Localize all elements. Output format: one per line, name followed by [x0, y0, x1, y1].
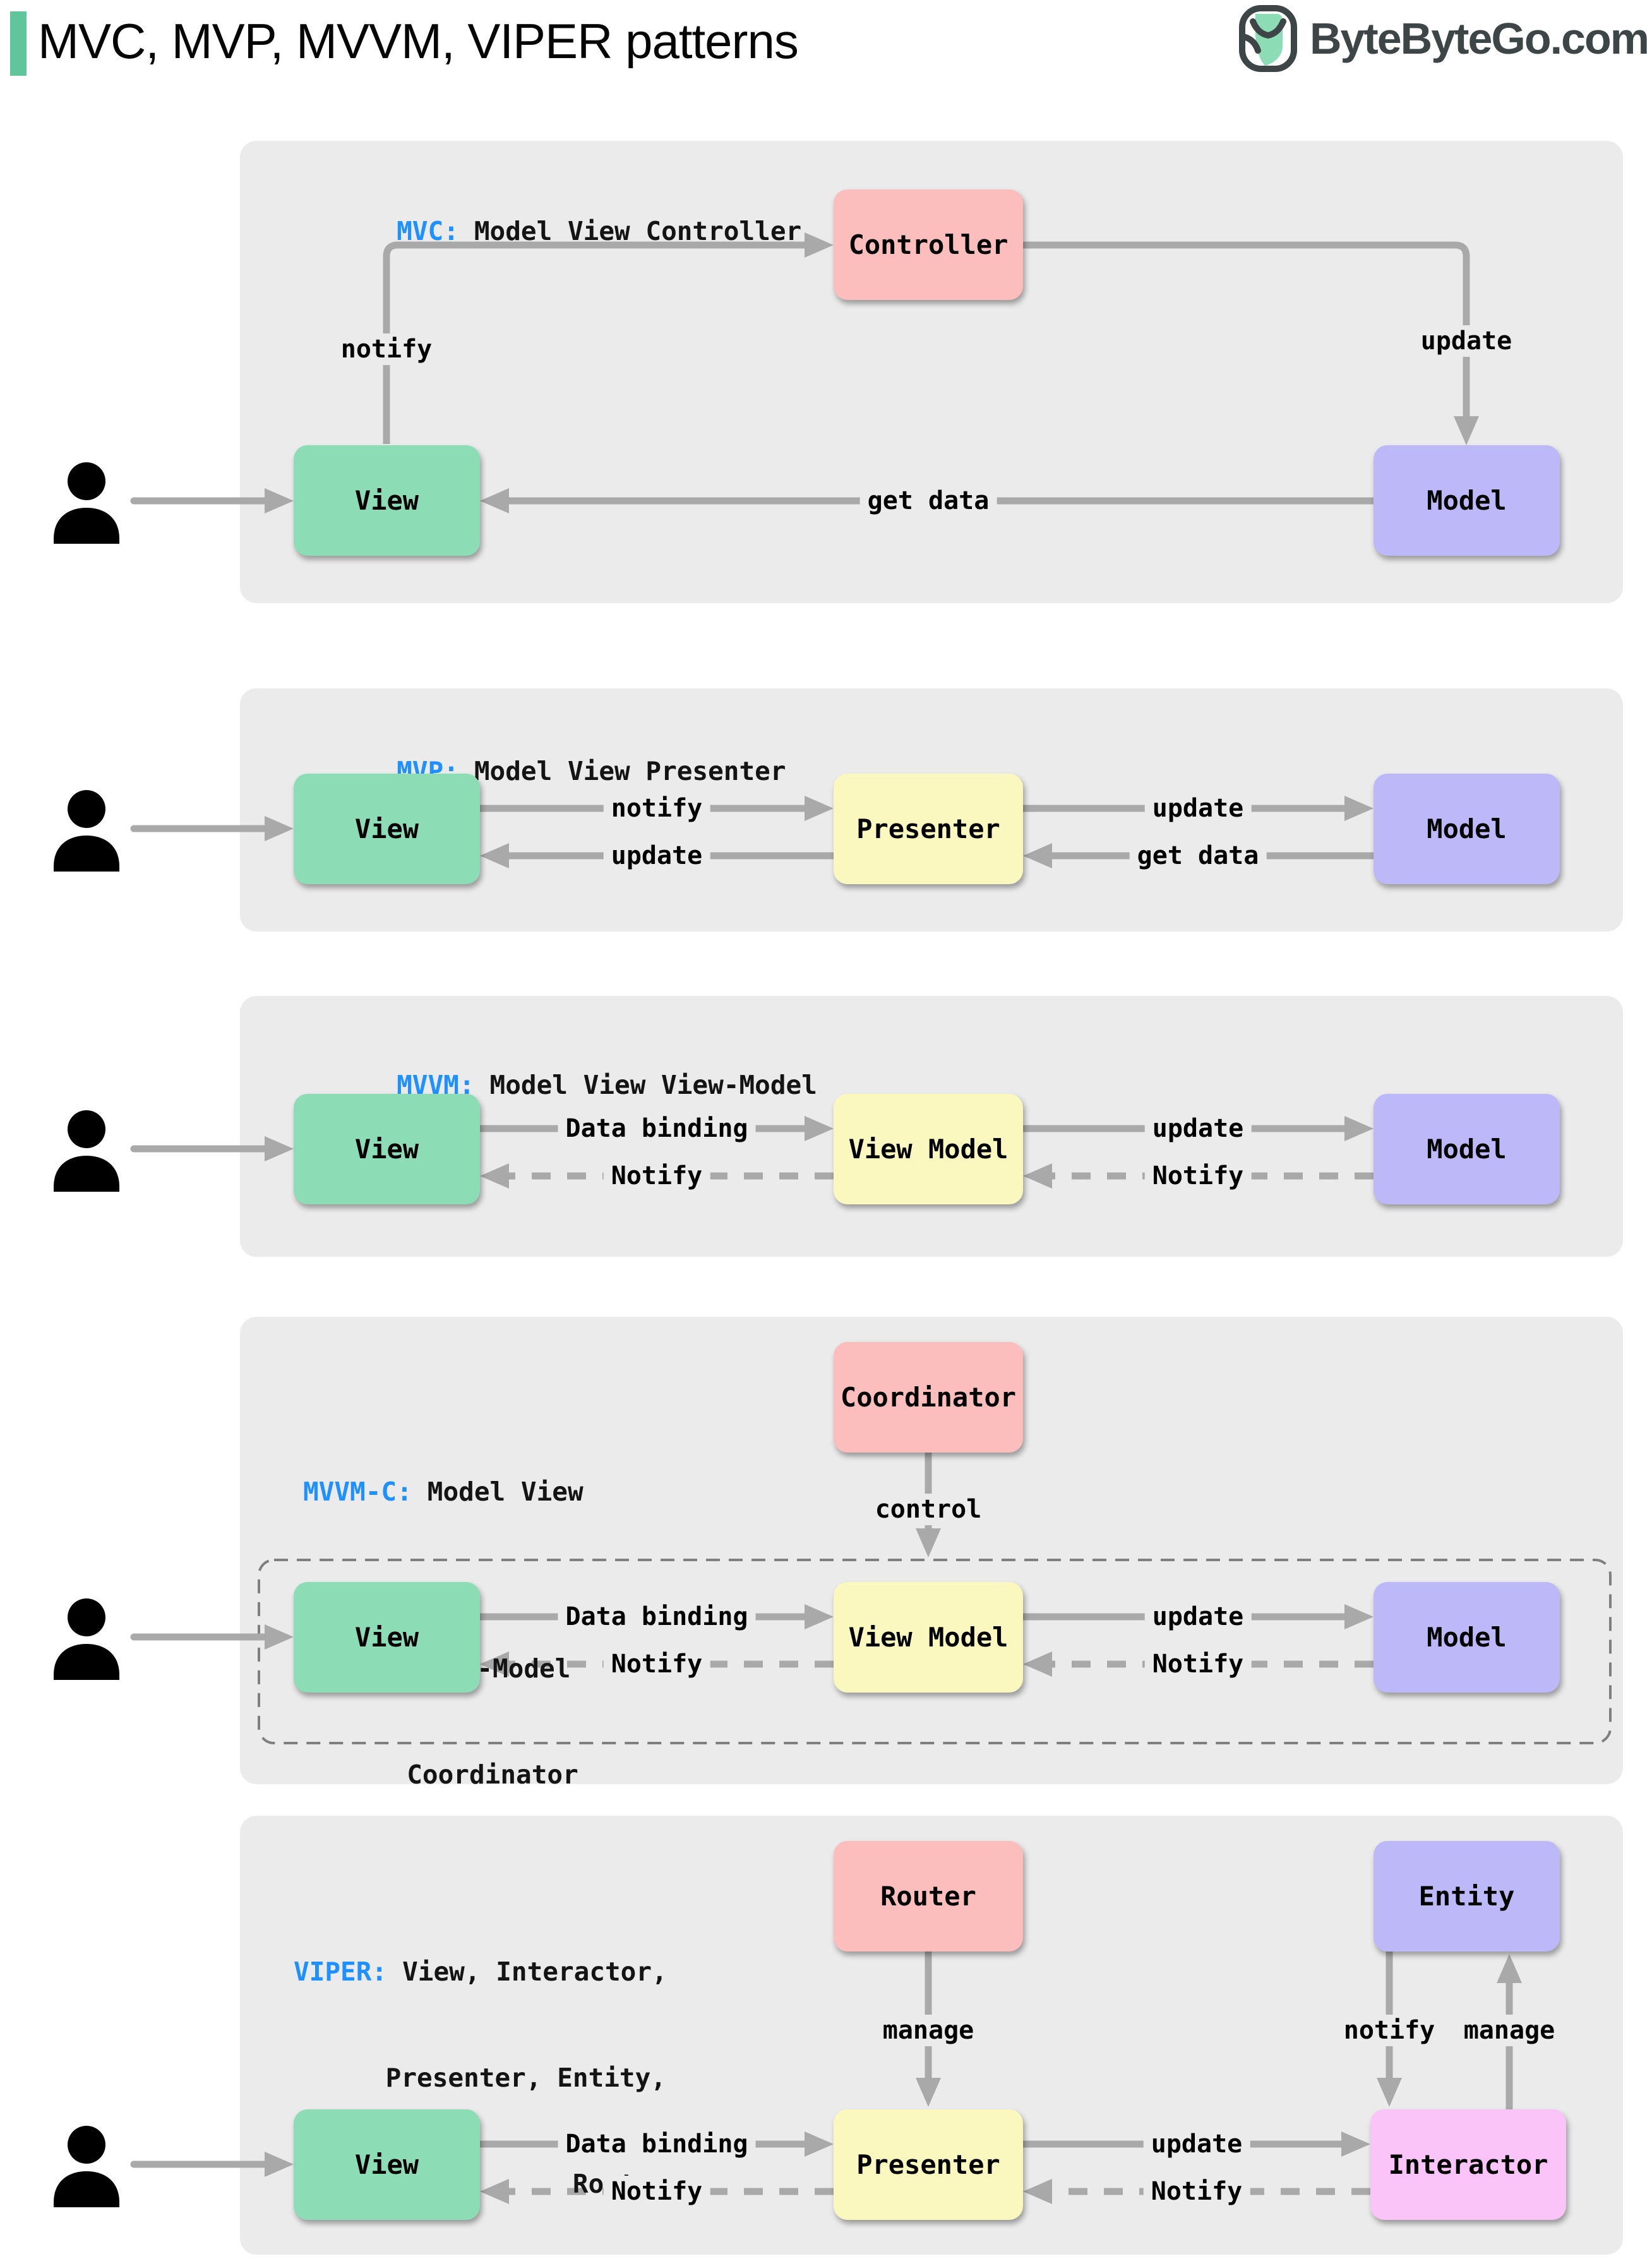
- edge-label-manage-entity: manage: [1456, 2015, 1563, 2046]
- box-view: View: [294, 2109, 480, 2220]
- panel-mvc-title-text: Model View Controller: [474, 216, 802, 246]
- box-presenter: Presenter: [834, 774, 1023, 884]
- edge-label-update-model: update: [1144, 793, 1252, 824]
- edge-label-notify-view: Notify: [603, 2176, 710, 2207]
- box-router: Router: [834, 1841, 1023, 1951]
- panel-mvvm-c-title: MVVM-C:Model View View-Model Coordinator: [303, 1403, 682, 1934]
- edge-label-data-binding: Data binding: [558, 2128, 756, 2160]
- panel-viper-abbr: VIPER:: [294, 1957, 388, 1987]
- brand: ByteByteGo.com: [1236, 4, 1649, 73]
- bytebytego-logo-icon: [1238, 5, 1297, 72]
- edge-label-data-binding: Data binding: [558, 1113, 756, 1144]
- panel-mvvm-c-title-line1: Model View: [427, 1477, 584, 1507]
- panel-viper-title-line2: Presenter, Entity,: [385, 2063, 666, 2093]
- edge-label-get-data: get data: [1129, 840, 1267, 872]
- user-icon: [47, 1596, 126, 1681]
- panel-mvc: MVC: Model View Controller Controller Vie…: [240, 141, 1623, 603]
- title-accent-bar: [10, 11, 27, 76]
- edge-label-update: update: [1413, 325, 1520, 357]
- user-icon: [47, 2123, 126, 2209]
- edge-label-notify: notify: [333, 333, 440, 365]
- box-presenter: Presenter: [834, 2109, 1023, 2220]
- box-view: View: [294, 445, 480, 556]
- edge-label-update: update: [1144, 1113, 1252, 1144]
- user-icon: [47, 1108, 126, 1193]
- edge-label-update: update: [1143, 2128, 1250, 2160]
- edge-controller-to-model: [1023, 241, 1479, 445]
- box-model: Model: [1374, 445, 1560, 556]
- box-entity: Entity: [1374, 1841, 1560, 1951]
- box-model: Model: [1374, 774, 1560, 884]
- edge-label-notify-view-model: Notify: [1144, 1160, 1252, 1192]
- edge-label-notify-view-model: Notify: [1144, 1648, 1252, 1680]
- edge-label-data-binding: Data binding: [558, 1601, 756, 1633]
- page-title: MVC, MVP, MVVM, VIPER patterns: [38, 13, 799, 69]
- edge-label-control: control: [867, 1494, 990, 1525]
- box-view: View: [294, 774, 480, 884]
- panel-viper-title: VIPER: View, Interactor, Presenter, Entit…: [294, 1883, 667, 2266]
- panel-mvvm-title-text: Model View View-Model: [489, 1070, 817, 1100]
- box-model: Model: [1374, 1094, 1560, 1204]
- panel-viper: VIPER: View, Interactor, Presenter, Entit…: [240, 1816, 1623, 2255]
- mvvm-group-dashed-container: [258, 1559, 1612, 1744]
- panel-mvc-abbr: MVC:: [397, 216, 459, 246]
- panel-mvp-title-text: Model View Presenter: [474, 756, 786, 786]
- panel-mvc-title: MVC: Model View Controller: [303, 178, 801, 284]
- panel-mvp-title: MVP:Model View Presenter: [303, 718, 786, 824]
- edge-label-notify-interactor: notify: [1336, 2015, 1443, 2046]
- edge-label-notify-view: Notify: [603, 1648, 710, 1680]
- box-model: Model: [1374, 1582, 1560, 1693]
- box-view: View: [294, 1094, 480, 1204]
- panel-mvvm-c-abbr: MVVM-C:: [303, 1477, 412, 1507]
- box-interactor: Interactor: [1370, 2109, 1566, 2220]
- user-icon: [47, 460, 126, 545]
- edge-view-to-controller: [383, 232, 834, 444]
- edge-label-update-view: update: [603, 840, 710, 872]
- box-coordinator: Coordinator: [834, 1342, 1023, 1453]
- box-view-model: View Model: [834, 1094, 1023, 1204]
- box-controller: Controller: [834, 189, 1023, 300]
- edge-label-manage-presenter: manage: [875, 2015, 982, 2046]
- panel-mvvm: MVVM:Model View View-Model View View Mod…: [240, 996, 1623, 1257]
- edge-label-notify-view: Notify: [603, 1160, 710, 1192]
- edge-label-notify-presenter: Notify: [1143, 2176, 1250, 2207]
- edge-label-get-data: get data: [859, 485, 997, 517]
- panel-mvvm-c-title-line3: Coordinator: [407, 1759, 578, 1790]
- box-view: View: [294, 1582, 480, 1693]
- user-icon: [47, 788, 126, 873]
- edge-label-notify: notify: [603, 793, 710, 824]
- panel-viper-title-line1: View, Interactor,: [402, 1957, 667, 1987]
- panel-mvp: MVP:Model View Presenter View Presenter …: [240, 688, 1623, 932]
- brand-name: ByteByteGo.com: [1309, 14, 1649, 63]
- box-view-model: View Model: [834, 1582, 1023, 1693]
- edge-label-update: update: [1144, 1601, 1252, 1633]
